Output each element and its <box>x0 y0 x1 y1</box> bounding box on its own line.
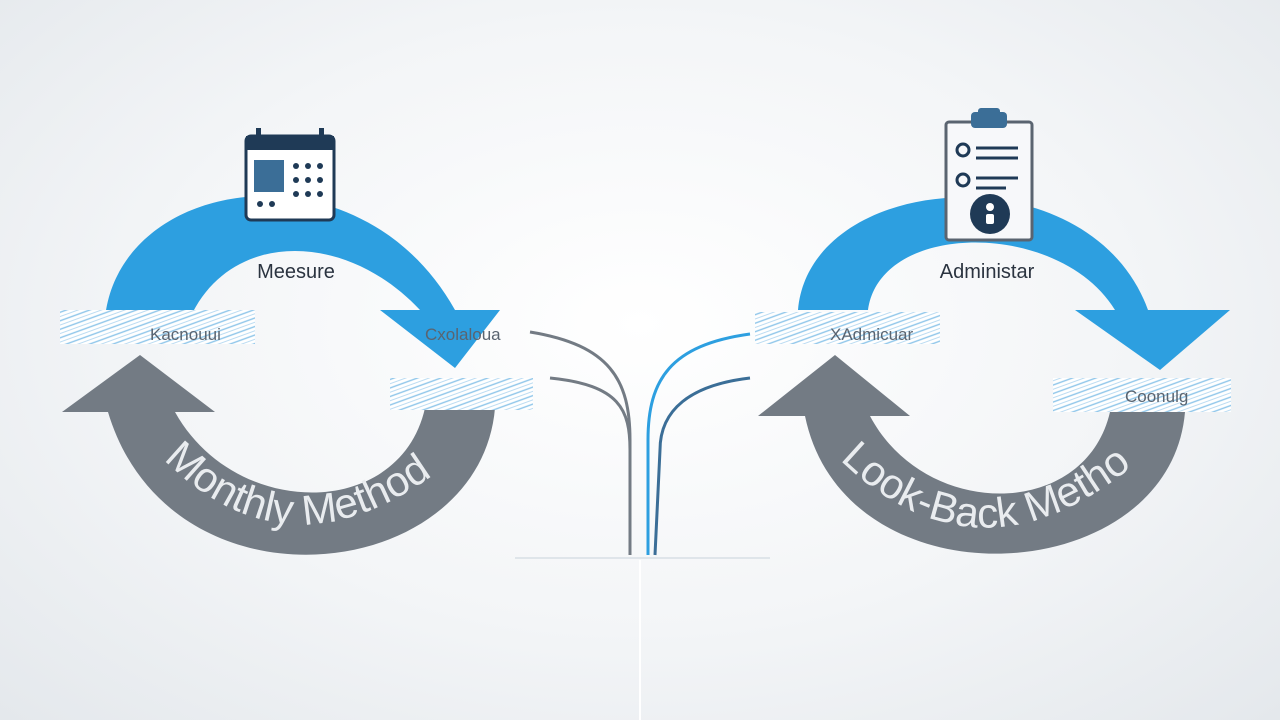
left-top-label: Meesure <box>257 261 335 283</box>
hatch-band-right-b <box>1053 378 1231 412</box>
monthly-cycle: Kacnouui Cxolaloua Meesure Monthly Metho… <box>60 128 533 555</box>
clipboard-icon <box>944 108 1034 242</box>
gray-arc-arrow-right <box>758 355 1185 554</box>
band-label-right-b: Coonulg <box>1125 387 1188 406</box>
hatch-band-right-a <box>755 312 940 344</box>
blue-arc-arrow-right <box>798 197 1230 370</box>
band-label-left-a: Kacnouui <box>150 325 221 344</box>
band-label-left-b: Cxolaloua <box>425 325 501 344</box>
hatch-band-left-a <box>60 310 255 344</box>
band-label-right-a: XAdmicuar <box>830 325 913 344</box>
gray-arc-arrow-left <box>62 355 495 555</box>
connector-lines <box>515 330 770 720</box>
hatch-band-left-b <box>390 378 533 410</box>
calendar-icon <box>244 128 336 222</box>
right-top-label: Administar <box>940 261 1035 283</box>
blue-arc-arrow-left <box>105 196 500 368</box>
